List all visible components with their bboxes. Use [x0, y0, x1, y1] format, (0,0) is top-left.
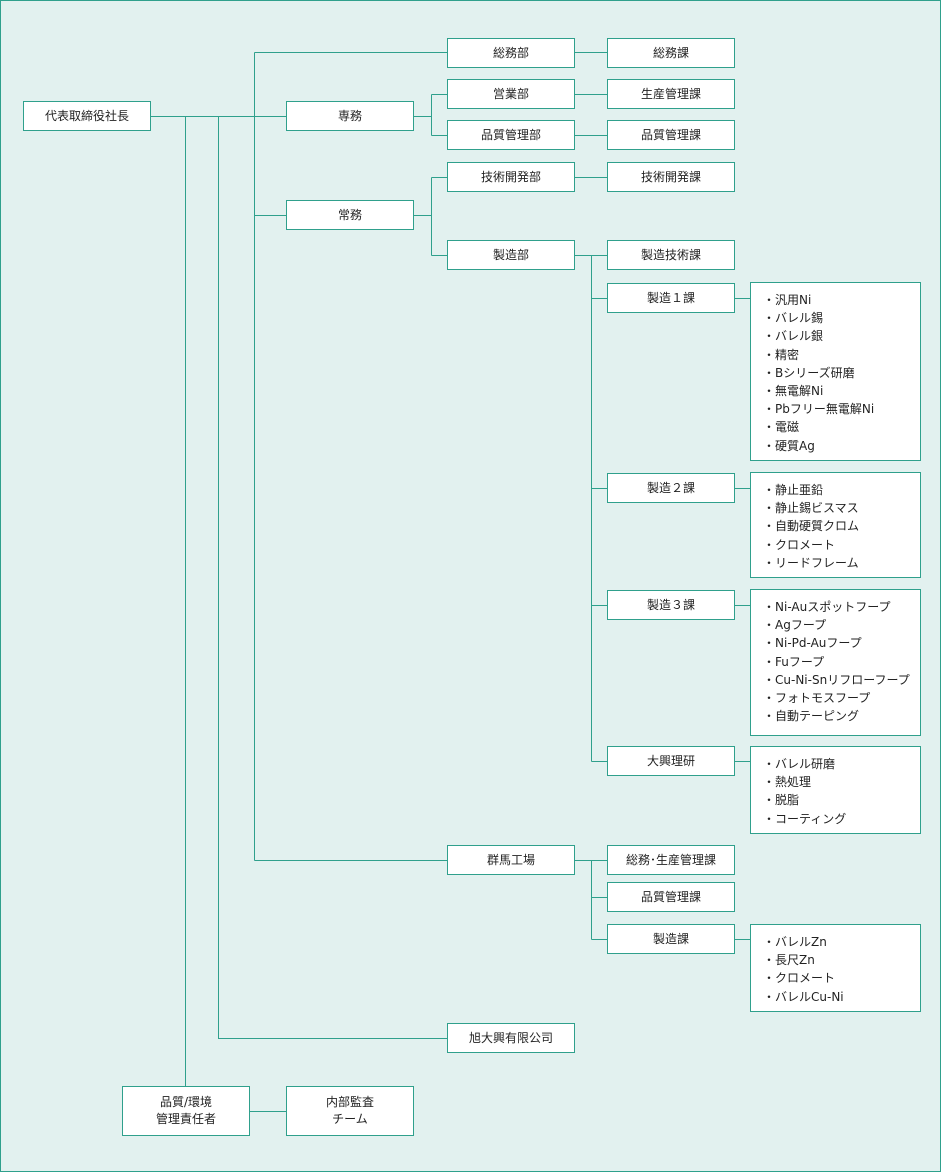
list-item: 自動テーピング	[763, 707, 916, 725]
daikou-box: 大興理研	[607, 746, 735, 776]
ceo-box: 代表取締役社長	[23, 101, 151, 131]
seizo2-process-list: 静止亜鉛 静止錫ビスマス 自動硬質クロム クロメート リードフレーム	[750, 472, 921, 578]
list-item: バレル銀	[763, 327, 916, 345]
list-item: バレル研磨	[763, 755, 916, 773]
internal-audit-box: 内部監査 チーム	[286, 1086, 414, 1136]
g-hinshitsu-box: 品質管理課	[607, 882, 735, 912]
seizobu-box: 製造部	[447, 240, 575, 270]
seizo1-process-list: 汎用Ni バレル錫 バレル銀 精密 Bシリーズ研磨 無電解Ni Pbフリー無電解…	[750, 282, 921, 461]
g-seizo-box: 製造課	[607, 924, 735, 954]
list-item: 静止亜鉛	[763, 481, 916, 499]
list-item: 無電解Ni	[763, 382, 916, 400]
gunma-box: 群馬工場	[447, 845, 575, 875]
list-item: クロメート	[763, 536, 916, 554]
list-item: 自動硬質クロム	[763, 517, 916, 535]
seizo2-box: 製造２課	[607, 473, 735, 503]
list-item: クロメート	[763, 969, 916, 987]
hinshitsu-bu-box: 品質管理部	[447, 120, 575, 150]
g-seizo-process-list: バレルZn 長尺Zn クロメート バレルCu-Ni	[750, 924, 921, 1012]
list-item: 汎用Ni	[763, 291, 916, 309]
seisan-kanri-box: 生産管理課	[607, 79, 735, 109]
seizo1-box: 製造１課	[607, 283, 735, 313]
list-item: バレルZn	[763, 933, 916, 951]
list-item: リードフレーム	[763, 554, 916, 572]
quality-manager-box: 品質/環境 管理責任者	[122, 1086, 250, 1136]
eigyobu-box: 営業部	[447, 79, 575, 109]
seizo-gijutsu-box: 製造技術課	[607, 240, 735, 270]
list-item: Pbフリー無電解Ni	[763, 400, 916, 418]
list-item: バレルCu-Ni	[763, 988, 916, 1006]
gijutsu-bu-box: 技術開発部	[447, 162, 575, 192]
list-item: バレル錫	[763, 309, 916, 327]
somubu-box: 総務部	[447, 38, 575, 68]
list-item: 熱処理	[763, 773, 916, 791]
list-item: 静止錫ビスマス	[763, 499, 916, 517]
list-item: Ni-Pd-Auフープ	[763, 634, 916, 652]
senmu-box: 専務	[286, 101, 414, 131]
list-item: Bシリーズ研磨	[763, 364, 916, 382]
list-item: フォトモスフープ	[763, 689, 916, 707]
jomu-box: 常務	[286, 200, 414, 230]
list-item: コーティング	[763, 810, 916, 828]
list-item: Fuフープ	[763, 653, 916, 671]
g-somu-box: 総務･生産管理課	[607, 845, 735, 875]
somuka-box: 総務課	[607, 38, 735, 68]
list-item: 電磁	[763, 418, 916, 436]
seizo3-box: 製造３課	[607, 590, 735, 620]
list-item: 脱脂	[763, 791, 916, 809]
gijutsu-ka-box: 技術開発課	[607, 162, 735, 192]
list-item: 硬質Ag	[763, 437, 916, 455]
list-item: Cu-Ni-Snリフローフープ	[763, 671, 916, 689]
list-item: 精密	[763, 346, 916, 364]
hinshitsu-ka-box: 品質管理課	[607, 120, 735, 150]
daikou-process-list: バレル研磨 熱処理 脱脂 コーティング	[750, 746, 921, 834]
seizo3-process-list: Ni-Auスポットフープ Agフープ Ni-Pd-Auフープ Fuフープ Cu-…	[750, 589, 921, 736]
asahi-box: 旭大興有限公司	[447, 1023, 575, 1053]
list-item: Agフープ	[763, 616, 916, 634]
list-item: Ni-Auスポットフープ	[763, 598, 916, 616]
list-item: 長尺Zn	[763, 951, 916, 969]
